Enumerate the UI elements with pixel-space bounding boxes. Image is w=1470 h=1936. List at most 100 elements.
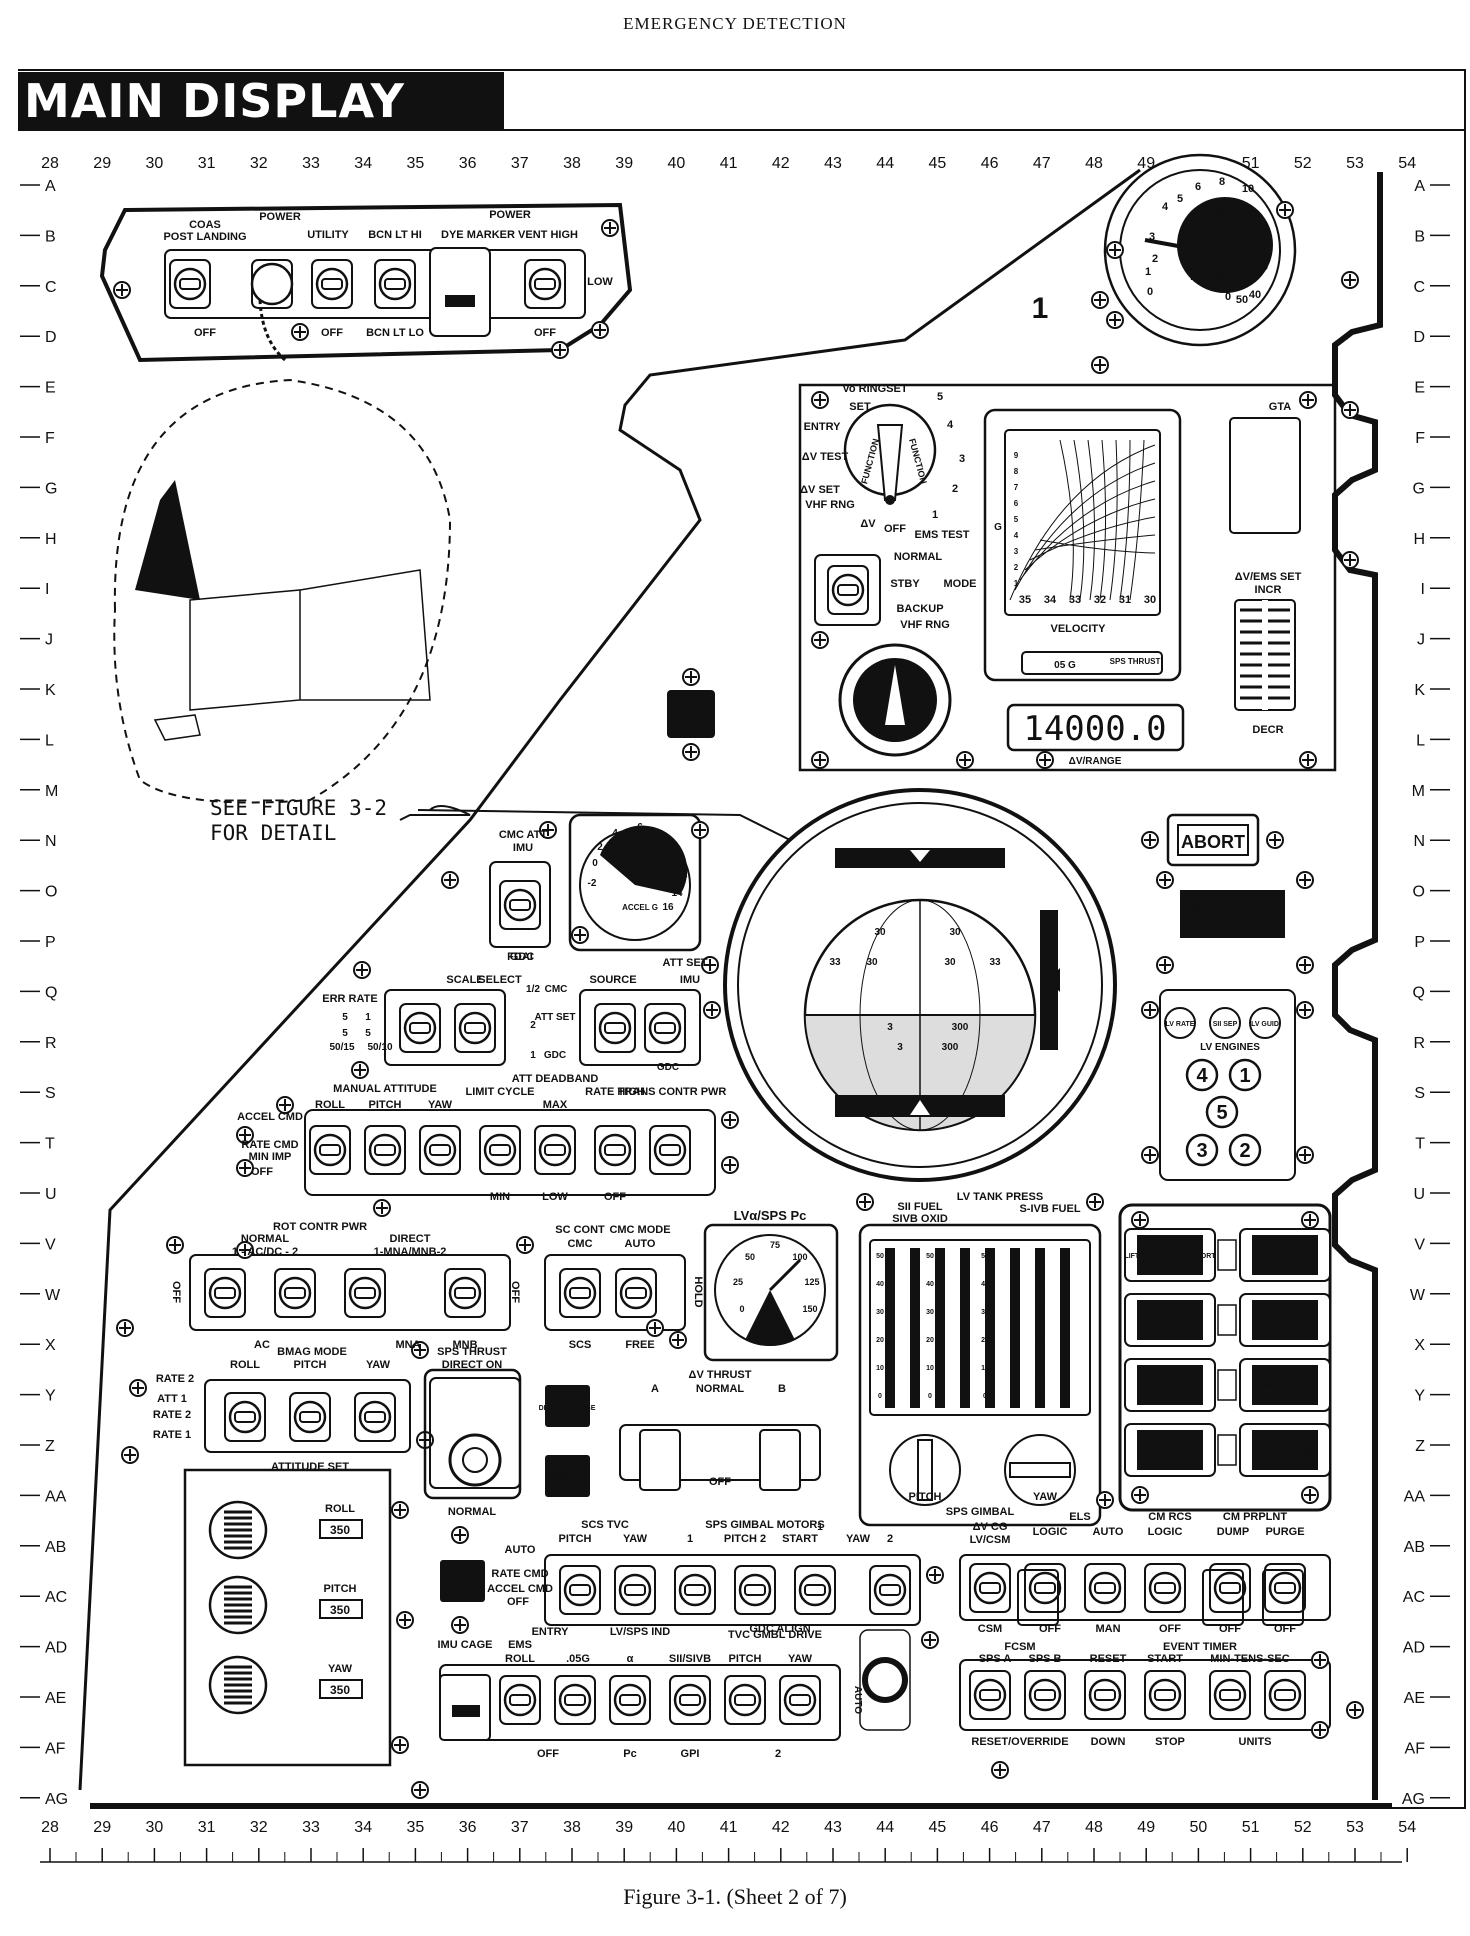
grid-row-left: O (45, 884, 57, 901)
manual-attitude-switch[interactable] (594, 1125, 636, 1175)
fcsm-switch[interactable] (1144, 1670, 1186, 1720)
fdai-select-switch[interactable] (454, 1003, 496, 1053)
ems-mode-switch[interactable] (827, 565, 869, 615)
post-landing-toggle[interactable] (524, 259, 566, 309)
bmag-mode-switch[interactable] (289, 1392, 331, 1442)
direct-ullage-button[interactable] (545, 1385, 590, 1427)
panel-label: POST LANDING (163, 231, 246, 243)
sequencer-button[interactable] (1239, 1293, 1331, 1347)
imu-cage-row-switch[interactable] (779, 1675, 821, 1725)
lv-sps-pc-tick: 50 (745, 1252, 755, 1262)
rot-contr-switch[interactable] (204, 1268, 246, 1318)
els-switch[interactable] (1144, 1563, 1186, 1613)
fdai-source-switch[interactable] (594, 1003, 636, 1053)
post-landing-toggle[interactable] (374, 259, 416, 309)
screw (1266, 831, 1284, 849)
altimeter-tick: 40 (1249, 289, 1261, 301)
sps-thrust-switch-cap[interactable] (462, 1447, 488, 1473)
gdc-align-button[interactable] (440, 1560, 485, 1602)
altimeter-tick: 6 (1195, 181, 1201, 193)
els-switch[interactable] (969, 1563, 1011, 1613)
tank-press-tick: 40 (981, 1281, 989, 1288)
post-landing-toggle[interactable] (311, 259, 353, 309)
master-alarm-label: ALARM (677, 717, 706, 726)
screw (1156, 956, 1174, 974)
imu-cage-switch[interactable] (452, 1705, 480, 1717)
dye-marker-switch[interactable] (445, 295, 475, 307)
scs-tvc-switch[interactable] (734, 1565, 776, 1615)
lv-sps-pc-tick: 75 (770, 1240, 780, 1250)
sequencer-button[interactable] (1124, 1358, 1216, 1412)
post-landing-toggle[interactable] (169, 259, 211, 309)
att-set-thumbwheel[interactable] (208, 1575, 268, 1635)
panel-label: MAX (543, 1099, 568, 1111)
dv-thrust-b-switch[interactable] (759, 1429, 801, 1491)
ems-scroll-curve (1087, 439, 1096, 601)
bmag-mode-switch[interactable] (354, 1392, 396, 1442)
manual-attitude-switch[interactable] (364, 1125, 406, 1175)
thrust-on-button[interactable] (545, 1455, 590, 1497)
imu-cage-row-switch[interactable] (609, 1675, 651, 1725)
scs-tvc-switch[interactable] (614, 1565, 656, 1615)
scs-tvc-switch[interactable] (559, 1565, 601, 1615)
cmc-mode-switch[interactable] (615, 1268, 657, 1318)
master-alarm-button[interactable] (667, 690, 715, 738)
manual-attitude-switch[interactable] (419, 1125, 461, 1175)
cmc-att-switch[interactable] (499, 880, 541, 930)
sequencer-button[interactable] (1239, 1423, 1331, 1477)
tank-press-gauge-bar (1060, 1248, 1070, 1408)
tank-press-tick: 10 (1036, 1365, 1044, 1372)
panel-label: B (778, 1383, 786, 1395)
els-switch[interactable] (1264, 1563, 1306, 1613)
rot-contr-switch[interactable] (274, 1268, 316, 1318)
fcsm-switch[interactable] (969, 1670, 1011, 1720)
utility-power-outlet[interactable] (250, 262, 294, 306)
bmag-mode-switch[interactable] (224, 1392, 266, 1442)
rot-contr-switch[interactable] (344, 1268, 386, 1318)
att-set-switch[interactable] (644, 1003, 686, 1053)
grid-row-left: T (45, 1136, 55, 1153)
panel-label: ROLL (315, 1099, 345, 1111)
imu-cage-row-switch[interactable] (554, 1675, 596, 1725)
att-set-thumbwheel[interactable] (208, 1655, 268, 1715)
fdai-ball-tick: 33 (989, 957, 1001, 968)
lv-engine-number: 3 (1196, 1140, 1207, 1162)
fdai-ball-tick: 33 (829, 957, 841, 968)
sequencer-button[interactable] (1239, 1228, 1331, 1282)
manual-attitude-switch[interactable] (309, 1125, 351, 1175)
scs-tvc-switch[interactable] (674, 1565, 716, 1615)
fcsm-switch[interactable] (1264, 1670, 1306, 1720)
imu-cage-row-switch[interactable] (724, 1675, 766, 1725)
rot-contr-switch[interactable] (444, 1268, 486, 1318)
sequencer-button[interactable] (1124, 1293, 1216, 1347)
screw (646, 1319, 664, 1337)
fcsm-switch[interactable] (1209, 1670, 1251, 1720)
manual-attitude-switch[interactable] (649, 1125, 691, 1175)
manual-attitude-switch[interactable] (479, 1125, 521, 1175)
fcsm-switch[interactable] (1084, 1670, 1126, 1720)
scs-tvc-switch[interactable] (869, 1565, 911, 1615)
sequencer-switch-guard (1217, 1434, 1237, 1466)
fcsm-switch[interactable] (1024, 1670, 1066, 1720)
screw (1299, 391, 1317, 409)
panel-label: ENTRY (532, 1626, 570, 1638)
abort-label: ABORT (1181, 832, 1245, 852)
els-switch[interactable] (1024, 1563, 1066, 1613)
fdai-scale-switch[interactable] (399, 1003, 441, 1053)
imu-cage-row-switch[interactable] (669, 1675, 711, 1725)
els-switch[interactable] (1209, 1563, 1251, 1613)
imu-cage-row-switch[interactable] (499, 1675, 541, 1725)
att-set-thumbwheel[interactable] (208, 1500, 268, 1560)
screw (856, 1193, 874, 1211)
sequencer-button[interactable] (1124, 1228, 1216, 1282)
sc-cont-switch[interactable] (559, 1268, 601, 1318)
sequencer-button[interactable] (1124, 1423, 1216, 1477)
panel-label: PITCH (294, 1359, 327, 1371)
manual-attitude-switch[interactable] (534, 1125, 576, 1175)
dv-thrust-a-switch[interactable] (639, 1429, 681, 1491)
panel-label: TRANS CONTR PWR (618, 1086, 727, 1098)
grid-row-left: L (45, 732, 54, 749)
els-switch[interactable] (1084, 1563, 1126, 1613)
scs-tvc-switch[interactable] (794, 1565, 836, 1615)
sequencer-button[interactable] (1239, 1358, 1331, 1412)
